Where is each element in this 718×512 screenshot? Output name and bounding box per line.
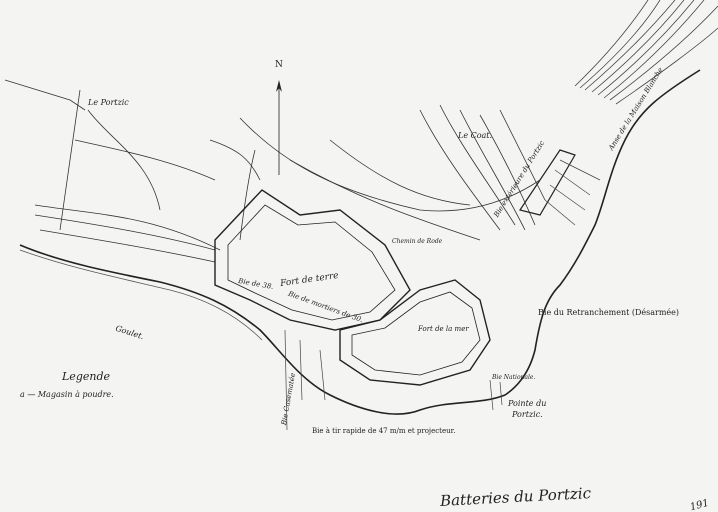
fort-de-terre-outline xyxy=(214,189,411,331)
label-le-portzic: Le Portzic xyxy=(88,98,129,107)
label-pointe-2: Portzic. xyxy=(512,410,543,419)
north-label: N xyxy=(275,60,283,70)
legend-title: Legende xyxy=(62,370,111,383)
label-chemin: Chemin de Rode xyxy=(392,238,443,245)
north-arrow-head xyxy=(276,80,282,92)
label-nationale: Bie Nationale. xyxy=(492,374,536,381)
cliff-contours xyxy=(574,0,718,105)
legend-item: a — Magasin à poudre. xyxy=(20,390,114,399)
label-pointe-1: Pointe du xyxy=(508,399,547,408)
fort-de-mer-outline xyxy=(339,279,491,386)
label-le-coat: Le Coat. xyxy=(458,131,493,140)
label-fort-de-mer: Fort de la mer xyxy=(418,325,469,333)
coastline xyxy=(19,69,701,415)
label-tir-rapide: Bie à tir rapide de 47 m/m et projecteur… xyxy=(312,427,456,435)
label-retranchement: Bie du Retranchement (Désarmée) xyxy=(538,308,679,317)
